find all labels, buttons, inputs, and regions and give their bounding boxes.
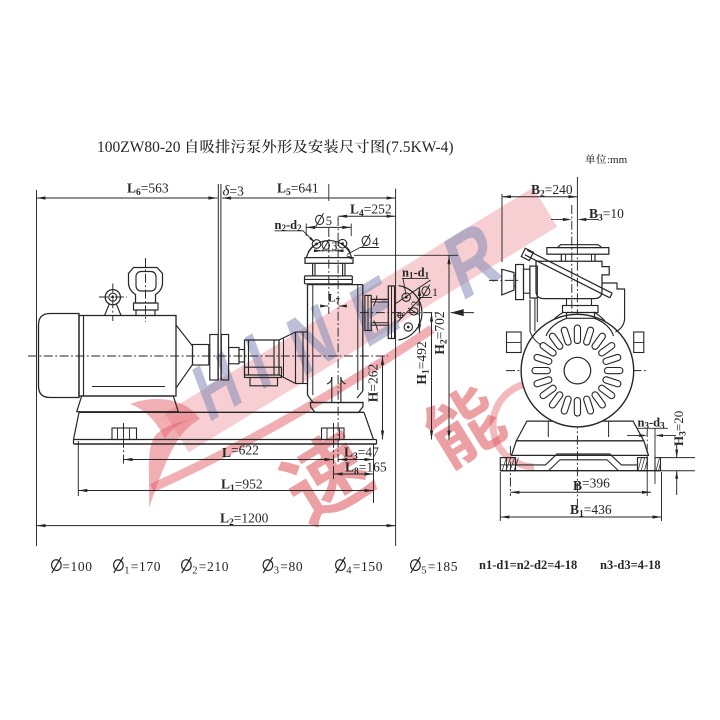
svg-text:L1=952: L1=952 (221, 477, 263, 495)
svg-text::mm: :mm (607, 154, 628, 166)
svg-text:L7: L7 (328, 293, 341, 306)
svg-text:L=622: L=622 (222, 443, 259, 461)
svg-text:L4=252: L4=252 (350, 202, 392, 220)
svg-text:5: 5 (421, 566, 426, 577)
svg-text:L6=563: L6=563 (127, 181, 169, 199)
svg-text:1: 1 (124, 566, 129, 577)
svg-text:4: 4 (372, 235, 379, 249)
svg-text:H3=20: H3=20 (671, 411, 689, 446)
svg-text:L5=641: L5=641 (277, 181, 319, 199)
svg-text:n3-d3: n3-d3 (638, 416, 666, 431)
svg-text:H1=492: H1=492 (414, 341, 432, 384)
svg-text:B2=240: B2=240 (531, 182, 573, 200)
svg-text:=100: =100 (62, 559, 92, 574)
svg-text:1: 1 (432, 285, 438, 299)
svg-text:n3-d3=4-18: n3-d3=4-18 (600, 558, 661, 572)
svg-text:=170: =170 (131, 559, 161, 574)
svg-text:n2-d2: n2-d2 (275, 218, 303, 233)
svg-text:4: 4 (346, 566, 352, 577)
svg-text:2: 2 (192, 566, 197, 577)
svg-text:=185: =185 (428, 559, 458, 574)
svg-text:B=396: B=396 (573, 476, 610, 494)
svg-text:n1-d1=n2-d2=4-18: n1-d1=n2-d2=4-18 (479, 558, 577, 572)
svg-text:H=262: H=262 (366, 364, 381, 402)
svg-text:=210: =210 (199, 559, 229, 574)
svg-text:B1=436: B1=436 (570, 502, 612, 520)
svg-text:=150: =150 (353, 559, 383, 574)
svg-text:L3=47: L3=47 (344, 445, 379, 463)
svg-text:=80: =80 (280, 559, 303, 574)
svg-text:100ZW80-20: 100ZW80-20 (97, 139, 181, 156)
svg-text:3: 3 (274, 566, 279, 577)
svg-text:5: 5 (326, 214, 332, 228)
svg-text:δ=3: δ=3 (223, 184, 245, 200)
svg-text:L8=165: L8=165 (345, 460, 387, 478)
svg-text:n1-d1: n1-d1 (402, 266, 430, 281)
svg-text:B3=10: B3=10 (589, 206, 624, 224)
svg-text:L2=1200: L2=1200 (220, 511, 269, 529)
svg-text:(7.5KW-4): (7.5KW-4) (386, 139, 454, 156)
svg-text:3: 3 (332, 241, 338, 253)
svg-text:H2=702: H2=702 (432, 311, 450, 354)
